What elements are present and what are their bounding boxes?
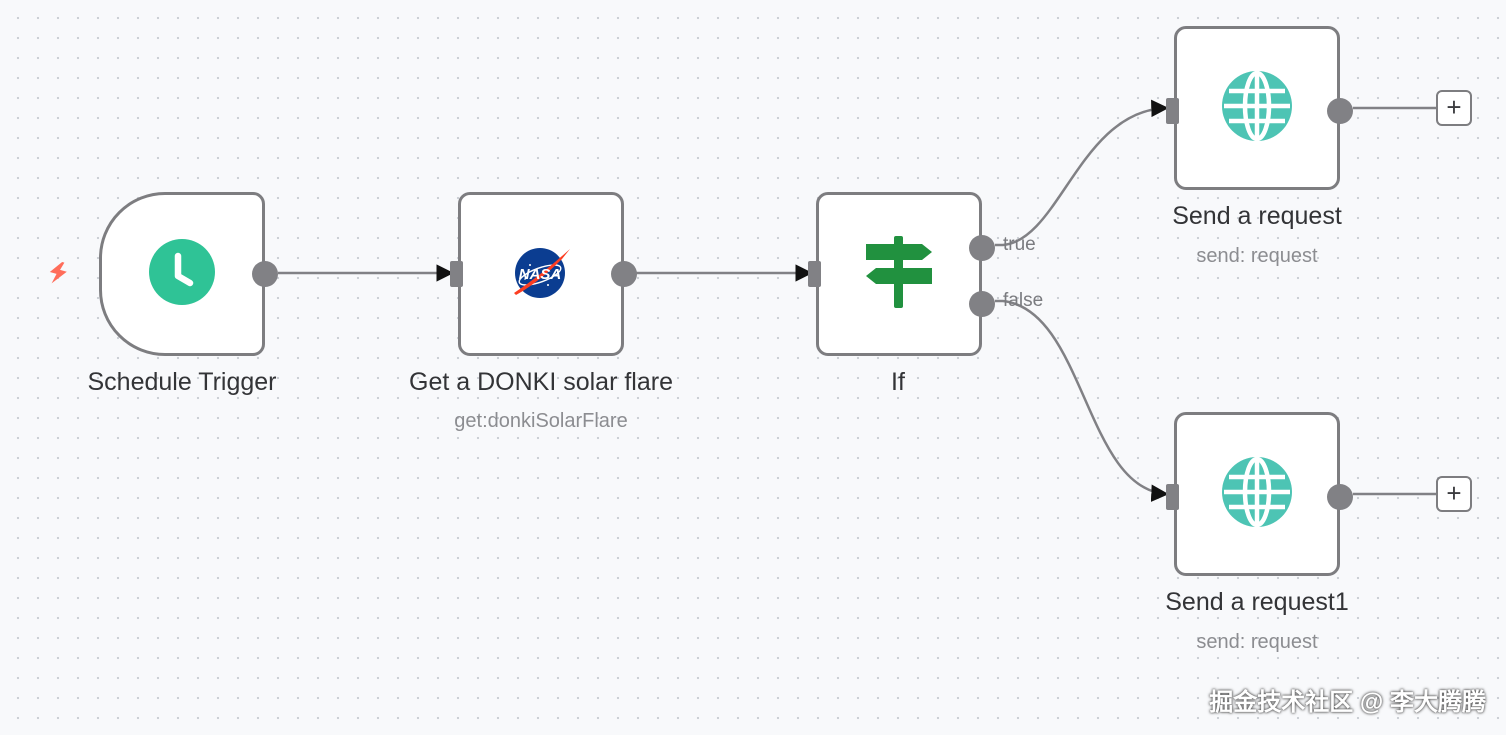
- node-schedule-trigger[interactable]: [99, 192, 278, 356]
- output-handle-false[interactable]: [969, 291, 995, 317]
- node-label: Schedule Trigger: [87, 368, 277, 396]
- add-node-button[interactable]: +: [1436, 90, 1472, 126]
- input-handle[interactable]: [808, 261, 821, 287]
- input-handle[interactable]: [450, 261, 463, 287]
- svg-text:NASA: NASA: [519, 266, 562, 283]
- node-subtitle: send: request: [1196, 631, 1318, 653]
- globe-icon: [1222, 456, 1292, 532]
- branch-label-false: false: [1003, 290, 1044, 311]
- signpost-icon: [864, 235, 934, 313]
- output-handle-true[interactable]: [969, 235, 995, 261]
- input-handle[interactable]: [1166, 98, 1179, 124]
- connection-if-false-to-send-request1[interactable]: [995, 299, 1169, 502]
- node-subtitle: get:donkiSolarFlare: [454, 410, 628, 432]
- node-label: If: [891, 368, 905, 396]
- node-label: Get a DONKI solar flare: [409, 368, 673, 396]
- nasa-logo-icon: NASA: [510, 241, 572, 308]
- clock-icon: [149, 238, 215, 310]
- output-handle[interactable]: [1327, 98, 1353, 124]
- output-handle[interactable]: [611, 261, 637, 287]
- node-label: Send a request1: [1165, 588, 1349, 616]
- add-node-button[interactable]: +: [1436, 476, 1472, 512]
- node-if[interactable]: [808, 192, 995, 356]
- node-nasa[interactable]: NASA: [450, 192, 637, 356]
- branch-label-true: true: [1003, 234, 1036, 255]
- connection-if-true-to-send-request[interactable]: [995, 99, 1169, 247]
- node-subtitle: send: request: [1196, 245, 1318, 267]
- node-label: Send a request: [1172, 202, 1342, 230]
- input-handle[interactable]: [1166, 484, 1179, 510]
- node-send-request1[interactable]: [1166, 412, 1353, 576]
- output-handle[interactable]: [252, 261, 278, 287]
- globe-icon: [1222, 70, 1292, 146]
- watermark: 掘金技术社区 @ 李大腾腾: [1209, 689, 1486, 716]
- node-send-request[interactable]: [1166, 26, 1353, 190]
- trigger-bolt-icon: [44, 259, 72, 292]
- output-handle[interactable]: [1327, 484, 1353, 510]
